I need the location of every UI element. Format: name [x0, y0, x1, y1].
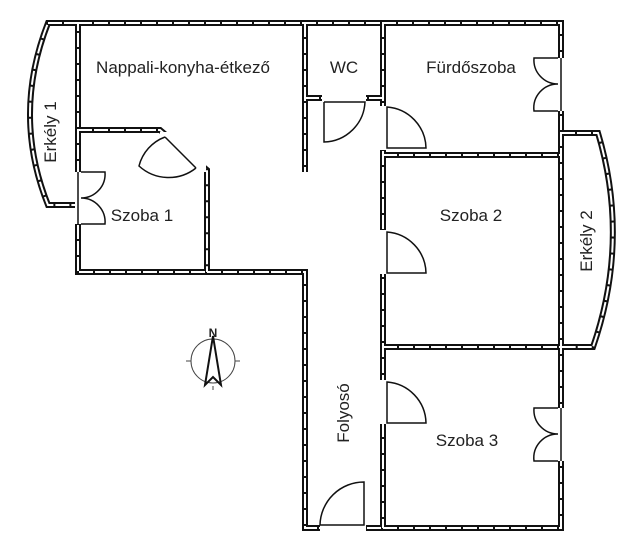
room-label-corridor: Folyosó	[334, 383, 353, 443]
doors	[75, 57, 564, 531]
door-wc	[322, 95, 366, 143]
room-labels: Nappali-konyha-étkező WC Fürdőszoba Szob…	[41, 58, 596, 450]
door-bathroom	[380, 106, 427, 150]
north-arrow-icon	[203, 335, 223, 388]
window-bathroom	[533, 57, 564, 112]
room-label-balcony2: Erkély 2	[577, 210, 596, 271]
door-room2	[380, 230, 427, 274]
door-room3	[380, 380, 427, 424]
door-entrance	[319, 481, 366, 531]
room-label-wc: WC	[330, 58, 358, 77]
room-label-balcony1: Erkély 1	[41, 101, 60, 162]
room-label-room2: Szoba 2	[440, 206, 502, 225]
door-room1-left	[75, 171, 106, 225]
room-label-room1: Szoba 1	[111, 206, 173, 225]
room-label-bathroom: Fürdőszoba	[426, 58, 516, 77]
compass-north-label: N	[209, 326, 218, 340]
door-room1	[138, 132, 206, 179]
room-label-room3: Szoba 3	[436, 431, 498, 450]
compass: N	[186, 326, 240, 390]
walls	[27, 20, 616, 531]
room-label-living: Nappali-konyha-étkező	[96, 58, 270, 77]
window-room3	[533, 407, 564, 462]
